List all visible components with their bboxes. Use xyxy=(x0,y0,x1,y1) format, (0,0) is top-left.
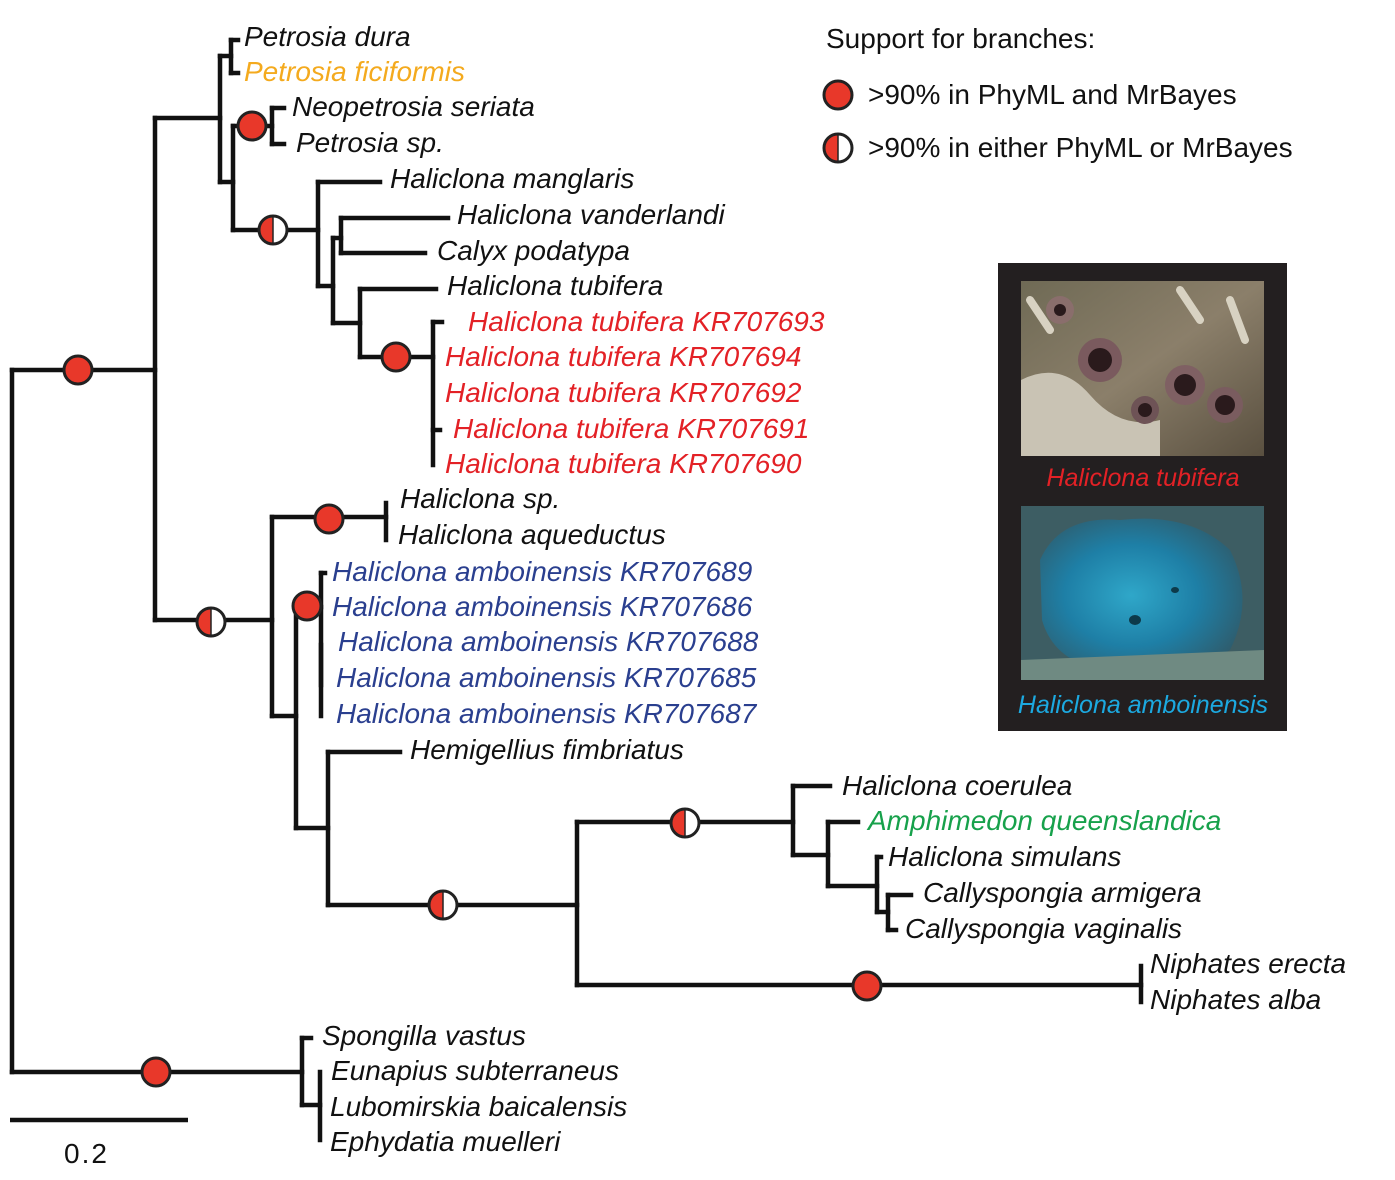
taxon-haliclona-amboinensis-kr707686: Haliclona amboinensis KR707686 xyxy=(332,591,753,622)
support-half-marker-manglaris-group xyxy=(257,214,289,246)
taxon-petrosia-sp: Petrosia sp. xyxy=(296,127,444,158)
legend-half-support-icon xyxy=(822,132,854,164)
haliclona-tubifera-photo xyxy=(1021,281,1264,456)
support-markers xyxy=(62,110,883,1088)
taxon-niphates-alba: Niphates alba xyxy=(1150,984,1321,1015)
legend-full-support-icon xyxy=(822,79,854,111)
legend-title: Support for branches: xyxy=(826,23,1095,54)
taxon-haliclona-coerulea: Haliclona coerulea xyxy=(842,770,1072,801)
taxon-haliclona-tubifera-kr707693: Haliclona tubifera KR707693 xyxy=(468,306,825,337)
taxon-callyspongia-vaginalis: Callyspongia vaginalis xyxy=(905,913,1182,944)
taxon-calyx-podatypa: Calyx podatypa xyxy=(437,235,630,266)
support-full-marker-haliclona-sp xyxy=(313,503,345,535)
taxon-haliclona-amboinensis-kr707689: Haliclona amboinensis KR707689 xyxy=(332,556,752,587)
specimen-photo-panel: Haliclona tubifera Haliclona amboinensis xyxy=(998,263,1287,731)
support-full-marker-niphates xyxy=(851,970,883,1002)
taxon-haliclona-aqueductus: Haliclona aqueductus xyxy=(398,519,666,550)
taxon-haliclona-sp: Haliclona sp. xyxy=(400,483,560,514)
haliclona-amboinensis-photo xyxy=(1021,506,1264,680)
taxon-niphates-erecta: Niphates erecta xyxy=(1150,948,1346,979)
taxon-haliclona-vanderlandi: Haliclona vanderlandi xyxy=(457,199,726,230)
taxon-amphimedon-queenslandica: Amphimedon queenslandica xyxy=(866,805,1221,836)
legend: Support for branches: >90% in PhyML and … xyxy=(822,23,1293,164)
taxon-haliclona-tubifera-kr707691: Haliclona tubifera KR707691 xyxy=(453,413,809,444)
taxon-haliclona-amboinensis-kr707685: Haliclona amboinensis KR707685 xyxy=(336,662,757,693)
taxon-lubomirskia-baicalensis: Lubomirskia baicalensis xyxy=(330,1091,627,1122)
legend-half-support-label: >90% in either PhyML or MrBayes xyxy=(868,132,1293,163)
support-full-marker-freshwater xyxy=(140,1056,172,1088)
taxon-ephydatia-muelleri: Ephydatia muelleri xyxy=(330,1126,561,1157)
support-half-marker-coerulea-clade xyxy=(669,807,701,839)
taxon-haliclona-amboinensis-kr707687: Haliclona amboinensis KR707687 xyxy=(336,698,758,729)
taxon-hemigellius-fimbriatus: Hemigellius fimbriatus xyxy=(410,734,684,765)
taxon-spongilla-vastus: Spongilla vastus xyxy=(322,1020,526,1051)
legend-full-support-label: >90% in PhyML and MrBayes xyxy=(868,79,1237,110)
taxon-haliclona-tubifera-kr707694: Haliclona tubifera KR707694 xyxy=(445,341,801,372)
taxon-haliclona-tubifera: Haliclona tubifera xyxy=(447,270,663,301)
taxon-haliclona-simulans: Haliclona simulans xyxy=(888,841,1121,872)
taxon-haliclona-tubifera-kr707692: Haliclona tubifera KR707692 xyxy=(445,377,802,408)
taxon-haliclona-amboinensis-kr707688: Haliclona amboinensis KR707688 xyxy=(338,626,759,657)
support-half-marker-coerulea-niphates xyxy=(427,889,459,921)
taxon-petrosia-ficiformis: Petrosia ficiformis xyxy=(244,56,465,87)
support-full-marker-tubifera-clade xyxy=(380,341,412,373)
taxon-haliclona-tubifera-kr707690: Haliclona tubifera KR707690 xyxy=(445,448,802,479)
taxon-haliclona-manglaris: Haliclona manglaris xyxy=(390,163,634,194)
taxon-labels: Petrosia dura Petrosia ficiformis Neopet… xyxy=(244,21,1346,1157)
taxon-petrosia-dura: Petrosia dura xyxy=(244,21,411,52)
haliclona-tubifera-caption: Haliclona tubifera xyxy=(1046,464,1239,492)
taxon-callyspongia-armigera: Callyspongia armigera xyxy=(923,877,1202,908)
taxon-neopetrosia-seriata: Neopetrosia seriata xyxy=(292,91,535,122)
support-full-marker-amboinensis-clade xyxy=(291,590,323,622)
scale-bar-label: 0.2 xyxy=(64,1138,109,1169)
support-full-marker-neopetrosia xyxy=(236,110,268,142)
haliclona-amboinensis-caption: Haliclona amboinensis xyxy=(1018,691,1268,719)
support-half-marker-haliclona-group xyxy=(195,606,227,638)
taxon-eunapius-subterraneus: Eunapius subterraneus xyxy=(331,1055,619,1086)
support-full-marker-root-ingroup xyxy=(62,354,94,386)
